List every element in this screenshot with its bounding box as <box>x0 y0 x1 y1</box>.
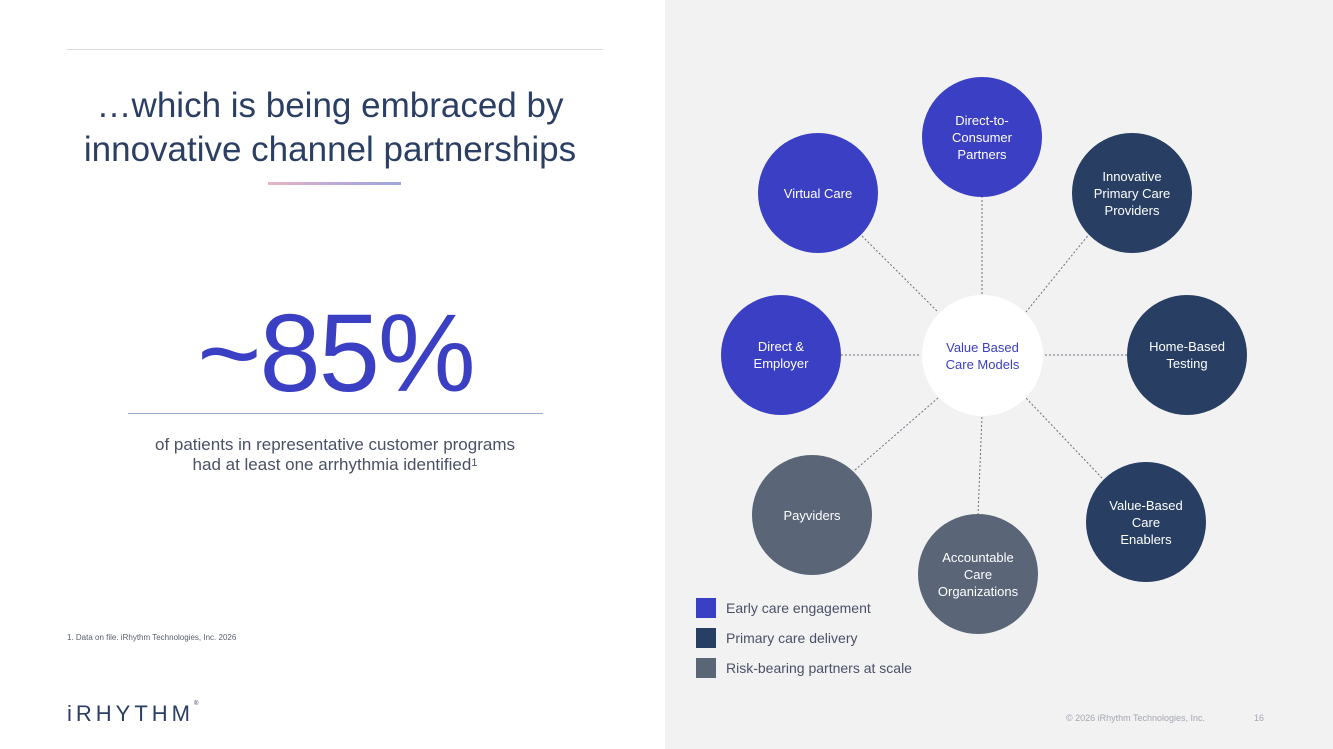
footnote: 1. Data on file. iRhythm Technologies, I… <box>67 633 237 642</box>
node-label-line: Payviders <box>783 507 841 523</box>
center-node-label: Value Based Care Models <box>946 339 1020 373</box>
legend-item-primary-care: Primary care delivery <box>696 628 912 648</box>
node-direct-and-employer: Direct & Employer <box>721 295 841 415</box>
node-label-line: Innovative <box>1102 168 1162 184</box>
stat-value: ~85% <box>197 292 475 415</box>
center-node-label-line-2: Care Models <box>945 356 1020 372</box>
legend: Early care engagement Primary care deliv… <box>696 598 912 688</box>
slide-title: …which is being embraced by innovative c… <box>30 84 630 172</box>
node-direct-to-consumer-partners: Direct-to- Consumer Partners <box>922 77 1042 197</box>
connector-vc <box>861 235 939 313</box>
node-label-line: Consumer <box>952 129 1012 145</box>
node-virtual-care: Virtual Care <box>758 133 878 253</box>
node-label: Direct-to- Consumer Partners <box>952 112 1012 163</box>
connector-payviders <box>854 397 939 471</box>
center-node-value-based-care: Value Based Care Models <box>922 295 1043 416</box>
node-label-line: Testing <box>1166 356 1208 371</box>
left-panel <box>0 0 665 749</box>
node-label-line: Care <box>1131 514 1161 530</box>
node-label: Value-Based Care Enablers <box>1109 497 1182 548</box>
legend-item-risk-bearing: Risk-bearing partners at scale <box>696 658 912 678</box>
node-label: Direct & Employer <box>754 338 809 372</box>
title-accent-line <box>268 182 401 185</box>
node-label-line: Accountable <box>942 549 1014 565</box>
legend-label: Risk-bearing partners at scale <box>726 660 912 676</box>
node-label-line: Enablers <box>1120 531 1172 547</box>
node-home-based-testing: Home-Based Testing <box>1127 295 1247 415</box>
node-label-line: Employer <box>753 356 809 371</box>
center-node-label-line-1: Value Based <box>946 339 1019 355</box>
node-label: Accountable Care Organizations <box>938 549 1018 600</box>
node-value-based-care-enablers: Value-Based Care Enablers <box>1086 462 1206 582</box>
node-payviders: Payviders <box>752 455 872 575</box>
logo-text: iRHYTHM <box>67 701 194 726</box>
node-label: Home-Based Testing <box>1149 338 1225 372</box>
node-label-line: Direct & <box>757 339 805 354</box>
node-label-line: Virtual Care <box>783 185 853 201</box>
stat-description: of patients in representative customer p… <box>100 435 570 475</box>
slide-title-line-2: innovative channel partnerships <box>83 130 577 169</box>
connector-aco <box>977 415 983 516</box>
node-accountable-care-organizations: Accountable Care Organizations <box>918 514 1038 634</box>
slide-title-line-1: …which is being embraced by <box>96 86 564 125</box>
legend-swatch <box>696 658 716 678</box>
node-label: Innovative Primary Care Providers <box>1094 168 1171 219</box>
stat-divider <box>128 413 543 414</box>
node-label-line: Care <box>963 566 993 582</box>
stat-description-line-1: of patients in representative customer p… <box>154 435 515 454</box>
node-label-line: Providers <box>1104 202 1160 218</box>
copyright: © 2026 iRhythm Technologies, Inc. <box>1066 713 1206 723</box>
stat-description-line-2-text: had at least one arrhythmia identified <box>192 455 472 474</box>
legend-swatch <box>696 628 716 648</box>
connector-vbce <box>1025 397 1103 479</box>
stat-description-line-2: had at least one arrhythmia identified1 <box>100 455 570 475</box>
node-label: Virtual Care <box>784 185 852 202</box>
connector-ipcp <box>1025 232 1091 313</box>
node-label-line: Organizations <box>937 583 1019 599</box>
legend-item-early-care: Early care engagement <box>696 598 912 618</box>
legend-label: Primary care delivery <box>726 630 858 646</box>
irhythm-logo: iRHYTHM® <box>67 701 198 727</box>
top-divider <box>67 49 603 50</box>
legend-label: Early care engagement <box>726 600 871 616</box>
footnote-ref: 1 <box>471 457 478 469</box>
node-innovative-primary-care-providers: Innovative Primary Care Providers <box>1072 133 1192 253</box>
node-label: Payviders <box>783 507 840 524</box>
node-label-line: Value-Based <box>1109 497 1183 513</box>
logo-registered-mark: ® <box>194 701 199 707</box>
legend-swatch <box>696 598 716 618</box>
node-label-line: Partners <box>957 146 1007 162</box>
node-label-line: Primary Care <box>1093 185 1171 201</box>
page-number: 16 <box>1254 713 1265 723</box>
node-label-line: Direct-to- <box>955 112 1009 128</box>
node-label-line: Home-Based <box>1149 339 1225 354</box>
